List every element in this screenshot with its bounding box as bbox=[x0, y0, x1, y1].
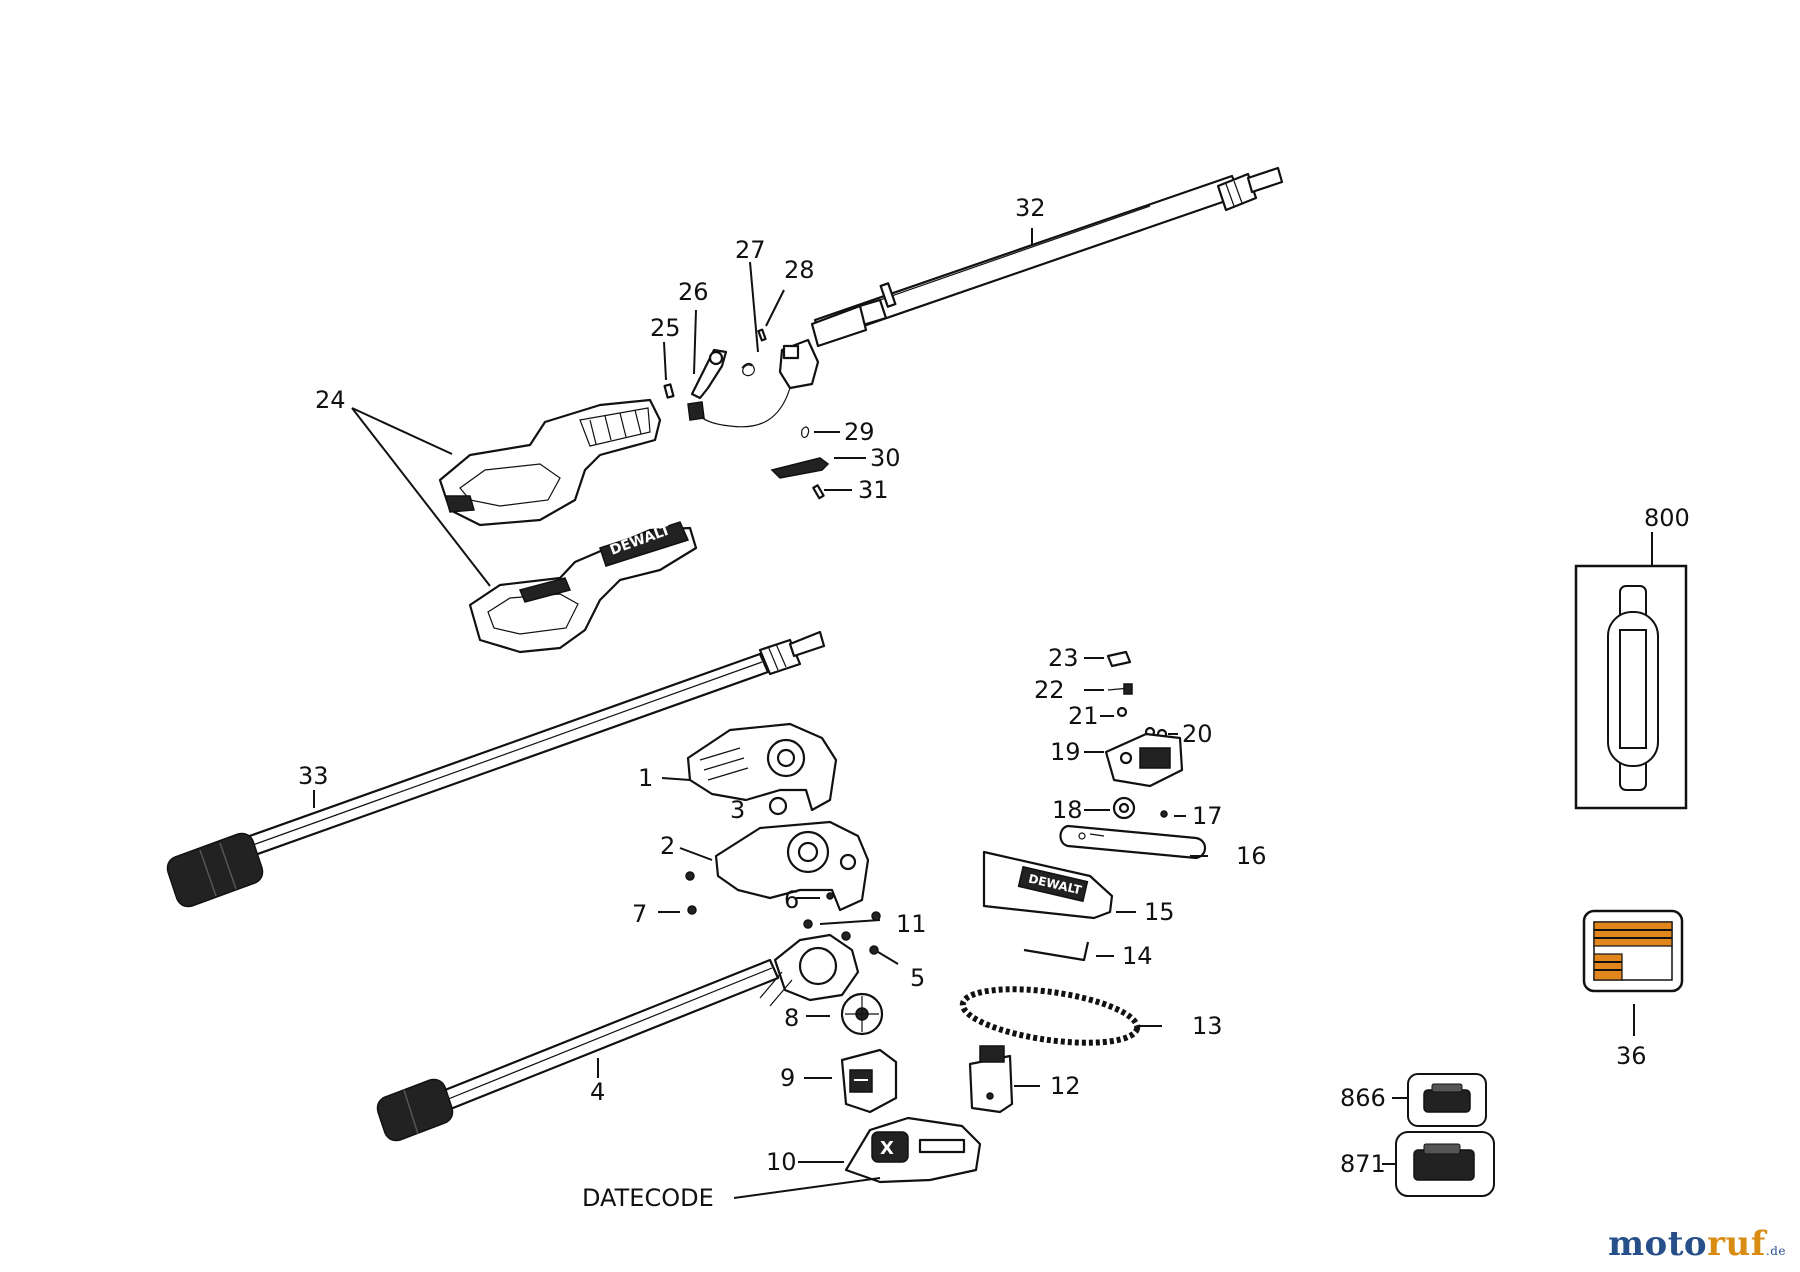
part-13-chain bbox=[959, 986, 1141, 1046]
part-2-housing bbox=[714, 820, 870, 912]
label-36: 36 bbox=[1616, 1042, 1647, 1070]
part-8-sprocket bbox=[840, 992, 884, 1036]
watermark-logo: motoruf.de bbox=[1608, 1224, 1786, 1264]
label-23: 23 bbox=[1048, 644, 1079, 672]
label-7: 7 bbox=[632, 900, 647, 928]
part-33-extension-pole bbox=[166, 630, 826, 908]
label-26: 26 bbox=[678, 278, 709, 306]
label-22: 22 bbox=[1034, 676, 1065, 704]
part-12-bracket bbox=[968, 1045, 1014, 1114]
label-13: 13 bbox=[1192, 1012, 1223, 1040]
motor-mount bbox=[759, 933, 860, 1007]
part-15-bar-cover: DEWALT bbox=[982, 850, 1114, 920]
part-32-upper-pole bbox=[810, 166, 1284, 348]
small-parts-29-31 bbox=[770, 426, 830, 500]
label-8: 8 bbox=[784, 1004, 799, 1032]
label-30: 30 bbox=[870, 444, 901, 472]
fasteners-20-23 bbox=[1106, 650, 1168, 740]
label-11: 11 bbox=[896, 910, 927, 938]
leader-lines bbox=[313, 228, 1653, 1199]
label-871: 871 bbox=[1340, 1150, 1386, 1178]
svg-text:X: X bbox=[880, 1138, 894, 1159]
label-25: 25 bbox=[650, 314, 681, 342]
label-5: 5 bbox=[910, 964, 925, 992]
label-27: 27 bbox=[735, 236, 766, 264]
label-800: 800 bbox=[1644, 504, 1690, 532]
label-1: 1 bbox=[638, 764, 653, 792]
part-16-guide-bar bbox=[1059, 824, 1207, 860]
part-866-battery bbox=[1407, 1073, 1487, 1127]
small-parts-25-28 bbox=[663, 328, 767, 400]
label-4: 4 bbox=[590, 1078, 605, 1106]
part-800-box bbox=[1574, 564, 1688, 810]
label-15: 15 bbox=[1144, 898, 1175, 926]
screws bbox=[685, 871, 881, 955]
label-20: 20 bbox=[1182, 720, 1213, 748]
label-31: 31 bbox=[858, 476, 889, 504]
part-10-body: X bbox=[844, 1116, 982, 1184]
watermark-accent: ruf bbox=[1707, 1224, 1766, 1264]
label-14: 14 bbox=[1122, 942, 1153, 970]
part-4-lower-pole bbox=[376, 958, 780, 1142]
label-6: 6 bbox=[784, 886, 799, 914]
part-871-charger bbox=[1395, 1131, 1495, 1197]
label-12: 12 bbox=[1050, 1072, 1081, 1100]
label-17: 17 bbox=[1192, 802, 1223, 830]
label-28: 28 bbox=[784, 256, 815, 284]
label-3: 3 bbox=[730, 796, 745, 824]
label-21: 21 bbox=[1068, 702, 1099, 730]
part-1-housing bbox=[686, 722, 838, 812]
part-9-gear-cover bbox=[840, 1048, 898, 1114]
label-29: 29 bbox=[844, 418, 875, 446]
part-36-labels bbox=[1582, 909, 1684, 993]
part-24-handle-upper bbox=[438, 398, 662, 527]
part-19-cover bbox=[1104, 732, 1184, 788]
switch-assembly bbox=[687, 338, 820, 428]
label-24: 24 bbox=[315, 386, 346, 414]
part-24-handle-lower bbox=[468, 521, 698, 654]
label-19: 19 bbox=[1050, 738, 1081, 766]
part-14-hex-key bbox=[1023, 941, 1090, 962]
label-2: 2 bbox=[660, 832, 675, 860]
label-18: 18 bbox=[1052, 796, 1083, 824]
label-datecode: DATECODE bbox=[582, 1184, 714, 1212]
label-32: 32 bbox=[1015, 194, 1046, 222]
label-9: 9 bbox=[780, 1064, 795, 1092]
label-866: 866 bbox=[1340, 1084, 1386, 1112]
label-10: 10 bbox=[766, 1148, 797, 1176]
part-3-ring bbox=[768, 796, 788, 816]
watermark-main: moto bbox=[1608, 1224, 1708, 1264]
label-33: 33 bbox=[298, 762, 329, 790]
callout-labels: 32 27 28 26 25 24 29 30 31 800 23 22 21 … bbox=[298, 194, 1690, 1212]
label-16: 16 bbox=[1236, 842, 1267, 870]
part-18-17 bbox=[1112, 796, 1168, 820]
watermark-suffix: .de bbox=[1765, 1244, 1786, 1258]
